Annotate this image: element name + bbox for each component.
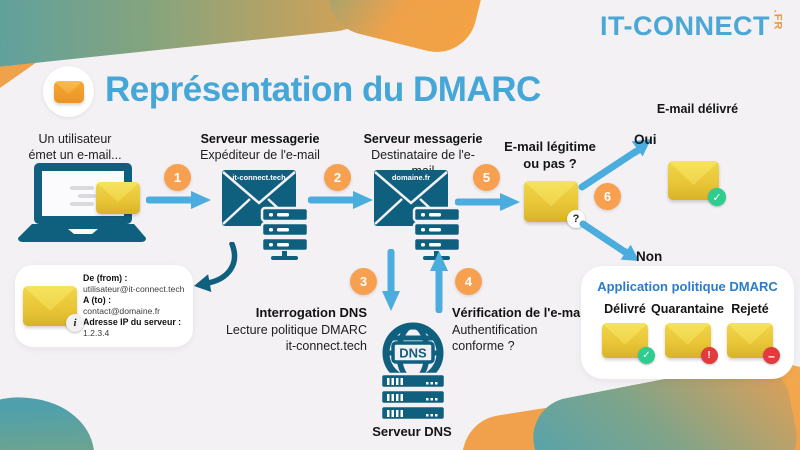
arrow-yes-icon [578,139,651,191]
outcome-quarantine-label: Quarantaine [651,302,724,316]
deco-top-orange-tip [320,0,494,61]
dmarc-card-title: Application politique DMARC [597,279,778,294]
legitimate-question-caption: E-mail légitime ou pas ? [502,138,598,172]
check-badge-icon: ✓ [638,347,655,364]
logo-text: IT-CONNECT [600,11,770,41]
question-line2: ou pas ? [523,156,577,171]
email-detail-envelope-icon: i [23,286,84,332]
envelope-icon [96,182,140,214]
step-6-badge: 6 [594,183,621,210]
step-3-badge: 3 [350,268,377,295]
arrow-3-icon [382,249,400,311]
server-rack [260,206,308,260]
server-rack [412,206,460,260]
to-value: contact@domaine.fr [83,306,161,316]
sender-heading: Serveur messagerie [200,132,320,146]
check-badge-icon: ✓ [708,188,726,206]
outcome-quarantine: Quarantaine ! [651,302,724,364]
dns-query-line1: Lecture politique DMARC [225,322,367,337]
title-envelope-badge [43,66,94,117]
dns-rack [379,372,447,422]
delivered-envelope-icon: ✓ [602,323,655,364]
dns-server-icon: DNS [379,322,447,422]
verification-line1: Authentification [452,322,538,337]
minus-badge-icon: – [763,347,780,364]
yes-label: Oui [634,132,657,147]
step-1-badge: 1 [164,164,191,191]
sender-subheading: Expéditeur de l'e-mail [200,148,320,162]
no-label: Non [636,249,663,264]
sender-domain-label: it-connect.tech [232,173,286,182]
from-value: utilisateur@it-connect.tech [83,284,185,294]
ip-label: Adresse IP du serveur : [83,317,182,327]
speed-line [70,186,94,190]
user-caption: Un utilisateur émet un e-mail... [14,131,136,163]
page-title: Représentation du DMARC [105,70,541,109]
delivered-caption: E-mail délivré [656,102,739,116]
curved-arrow-icon [194,242,238,292]
outcome-rejected-label: Rejeté [731,302,769,316]
dns-query-heading: Interrogation DNS [255,305,367,320]
user-caption-line1: Un utilisateur [38,132,112,146]
exclamation-badge-icon: ! [700,347,718,364]
questioned-email-icon: ? [524,181,585,228]
verification-caption: Vérification de l'e-mail Authentificatio… [452,305,602,355]
question-line1: E-mail légitime [504,139,596,154]
to-label: A (to) : [83,295,112,305]
info-badge-icon: i [66,314,84,332]
from-label: De (from) : [83,273,128,283]
email-detail-text: De (from) : utilisateur@it-connect.tech … [83,273,184,339]
speed-line [70,202,94,206]
dns-server-caption: Serveur DNS [372,424,452,439]
delivered-email-icon: ✓ [668,161,726,206]
sender-server-caption: Serveur messagerie Expéditeur de l'e-mai… [198,131,322,163]
rejected-envelope-icon: – [727,323,780,364]
arrow-5-icon [455,193,520,211]
step-5-badge: 5 [473,164,500,191]
receiver-domain-label: domaine.fr [392,173,430,182]
arrow-2-icon [308,191,373,209]
deco-bottom-left-teal-hill [0,388,101,450]
dns-query-line2: it-connect.tech [285,339,367,353]
dns-query-caption: Interrogation DNS Lecture politique DMAR… [205,305,367,355]
outgoing-email-icon [70,182,140,214]
outcome-delivered: Délivré ✓ [595,302,655,364]
step-2-badge: 2 [324,164,351,191]
sender-mail-server-icon: it-connect.tech [222,170,308,260]
it-connect-logo: IT-CONNECT .FR [600,10,784,42]
step-4-badge: 4 [455,268,482,295]
dmarc-policy-card: Application politique DMARC Délivré ✓ Qu… [581,266,794,379]
arrow-4-icon [430,251,448,313]
outcome-delivered-label: Délivré [604,302,646,316]
receiver-mail-server-icon: domaine.fr [374,170,460,260]
ip-value: 1.2.3.4 [83,328,110,338]
envelope-icon [53,80,84,103]
speed-line [78,194,96,198]
logo-tld: .FR [771,9,784,31]
dmarc-outcomes: Délivré ✓ Quarantaine ! Rejeté – [581,294,794,364]
user-caption-line2: émet un e-mail... [28,148,122,162]
verification-heading: Vérification de l'e-mail [452,305,588,320]
quarantine-envelope-icon: ! [664,323,718,364]
arrow-no-icon [579,220,639,261]
dns-box-label: DNS [399,346,427,361]
receiver-heading: Serveur messagerie [363,132,483,146]
arrow-1-icon [146,191,211,209]
outcome-rejected: Rejeté – [720,302,780,364]
deco-top-gradient-band [0,0,385,74]
verification-line2: conforme ? [452,339,515,353]
email-detail-card: i De (from) : utilisateur@it-connect.tec… [15,265,193,347]
